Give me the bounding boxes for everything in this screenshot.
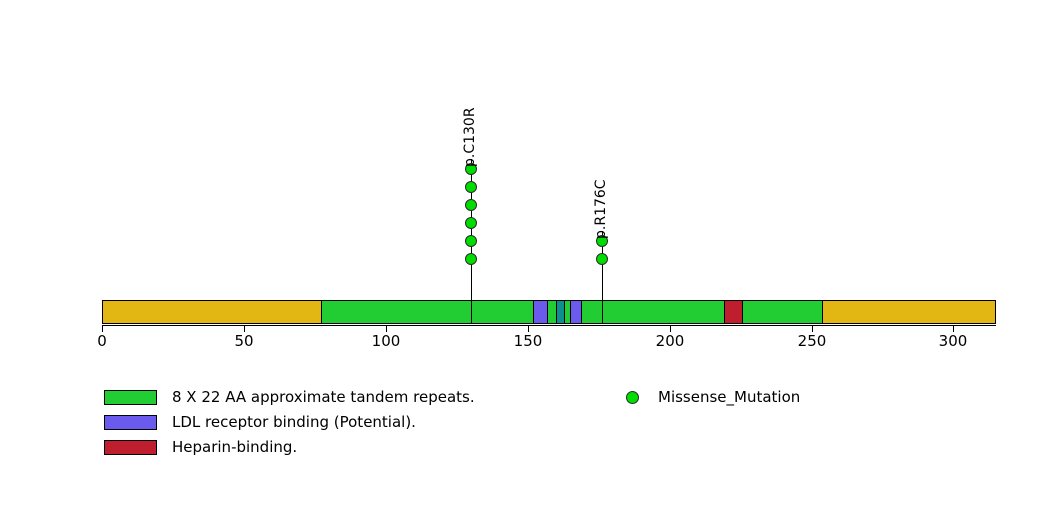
axis-tick	[102, 325, 103, 332]
protein-backbone	[102, 300, 996, 324]
mutation-dot[interactable]	[465, 253, 477, 265]
mutation-dot[interactable]	[465, 217, 477, 229]
axis-tick-label: 150	[513, 332, 543, 350]
domain-legend: 8 X 22 AA approximate tandem repeats. LDL…	[104, 386, 475, 461]
legend-color-swatch	[104, 389, 157, 405]
domain-segment	[723, 301, 744, 323]
legend-item: 8 X 22 AA approximate tandem repeats.	[104, 386, 475, 408]
domain-segment	[556, 301, 565, 323]
legend-item: Heparin-binding.	[104, 436, 475, 458]
axis-tick-label: 200	[655, 332, 685, 350]
legend-item-label: Heparin-binding.	[172, 437, 298, 456]
mutation-label: p.R176C	[593, 179, 609, 239]
domain-segment	[533, 301, 548, 323]
axis-tick	[953, 325, 954, 332]
lollipop-stem	[602, 231, 603, 324]
mutation-label: p.C130R	[462, 107, 478, 167]
legend-color-swatch	[104, 414, 157, 430]
legend-color-swatch	[104, 439, 157, 455]
axis-tick-label: 50	[234, 332, 254, 350]
axis-tick-label: 0	[97, 332, 107, 350]
mutation-legend-label: Missense_Mutation	[658, 387, 801, 406]
axis-tick	[528, 325, 529, 332]
legend-item: LDL receptor binding (Potential).	[104, 411, 475, 433]
axis-tick	[812, 325, 813, 332]
axis-tick	[670, 325, 671, 332]
axis-tick-label: 250	[797, 332, 827, 350]
mutation-dot[interactable]	[465, 163, 477, 175]
mutation-dot[interactable]	[596, 253, 608, 265]
axis-tick	[386, 325, 387, 332]
mutation-legend: Missense_Mutation	[626, 386, 800, 408]
domain-segment	[570, 301, 582, 323]
missense-mutation-dot-icon	[626, 390, 639, 404]
axis-tick-label: 300	[938, 332, 968, 350]
axis-tick-label: 100	[371, 332, 401, 350]
mutation-dot[interactable]	[465, 235, 477, 247]
mutation-dot[interactable]	[596, 235, 608, 247]
axis-tick	[244, 325, 245, 332]
legend-item-label: LDL receptor binding (Potential).	[172, 412, 416, 431]
legend-item-label: 8 X 22 AA approximate tandem repeats.	[172, 387, 475, 406]
mutation-dot[interactable]	[465, 199, 477, 211]
mutation-dot[interactable]	[465, 181, 477, 193]
axis-line	[102, 325, 996, 326]
